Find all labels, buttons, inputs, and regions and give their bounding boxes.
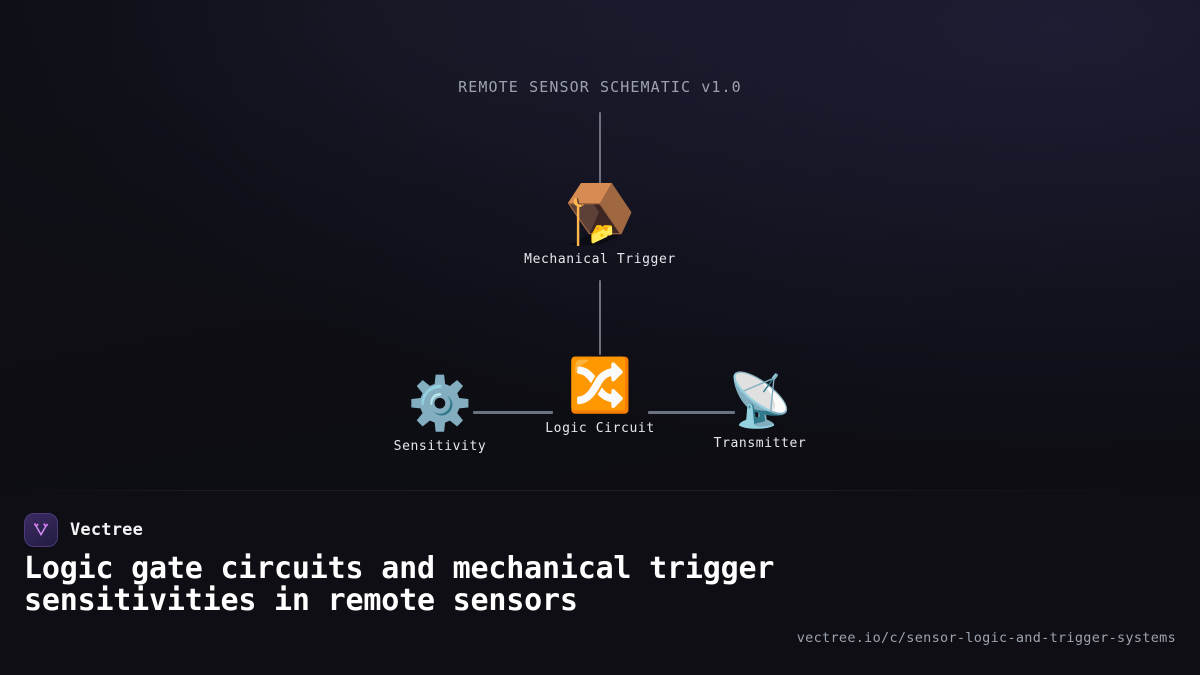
node-logic-circuit[interactable]: 🔀 Logic Circuit (500, 360, 700, 436)
headline: Logic gate circuits and mechanical trigg… (24, 551, 793, 619)
gear-icon: ⚙️ (407, 374, 473, 434)
node-transmitter[interactable]: 📡 Transmitter (660, 375, 860, 451)
schematic-title: REMOTE SENSOR SCHEMATIC v1.0 (458, 78, 742, 96)
connector-trigger-to-logic (599, 280, 601, 355)
satellite-dish-icon: 📡 (727, 371, 793, 431)
node-sensitivity[interactable]: ⚙️ Sensitivity (340, 378, 540, 454)
vectree-branch-logo-icon (24, 513, 58, 547)
connector-root-to-trigger (599, 112, 601, 185)
footer-divider (0, 490, 1200, 491)
shuffle-icon: 🔀 (567, 356, 633, 416)
node-mechanical-trigger[interactable]: 🪤 Mechanical Trigger (500, 185, 700, 267)
node-label-transmitter: Transmitter (713, 436, 807, 451)
node-label-sensitivity: Sensitivity (393, 439, 487, 454)
footer: Vectree Logic gate circuits and mechanic… (0, 491, 1200, 675)
schematic-canvas: REMOTE SENSOR SCHEMATIC v1.0 🪤 Mechanica… (340, 78, 860, 454)
node-label-mechanical-trigger: Mechanical Trigger (524, 252, 676, 267)
brand[interactable]: Vectree (24, 513, 143, 547)
brand-name: Vectree (70, 520, 144, 540)
connector-sensitivity-to-logic (473, 411, 553, 414)
connector-logic-to-transmitter (648, 411, 735, 414)
node-label-logic-circuit: Logic Circuit (545, 421, 655, 436)
mousetrap-icon: 🪤 (563, 180, 637, 248)
article-url[interactable]: vectree.io/c/sensor-logic-and-trigger-sy… (796, 630, 1176, 646)
